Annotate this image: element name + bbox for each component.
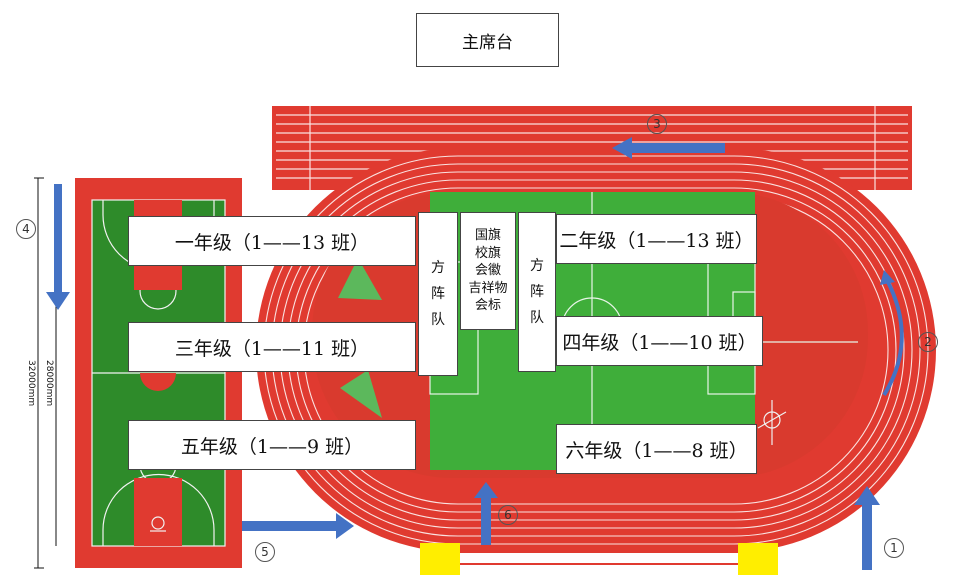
grade-4-box: 四年级（1——10 班） [556,316,763,366]
route-marker-4: 4 [16,219,36,239]
main-stand-label: 主席台 [462,32,513,53]
gate-right [738,543,778,575]
infield-triangle-bottom [340,370,382,418]
center-circle [140,373,176,391]
grade-1-box: 一年级（1——13 班） [128,216,416,266]
route-marker-1: 1 [884,538,904,558]
key-bottom [134,478,182,546]
arrow-1-up [854,486,880,570]
arrow-2-curve [882,279,904,397]
grade-2-box: 二年级（1——13 班） [556,214,757,264]
right-infield-marks [757,400,787,445]
phalanx-right-box: 方 阵 队 [518,212,556,372]
grade-5-box: 五年级（1——9 班） [128,420,416,470]
arrow-4-down [46,184,70,310]
arrow-3-left [612,137,725,159]
grade-6-box: 六年级（1——8 班） [556,424,757,474]
arrow-5-right [242,513,354,539]
route-marker-3: 3 [647,114,667,134]
hoop-bottom [151,516,165,530]
route-arrows [46,137,880,570]
phalanx-left-box: 方 阵 队 [418,212,458,376]
route-marker-6: 6 [498,505,518,525]
gate-left [420,543,460,575]
flags-box: 国旗 校旗 会徽 吉祥物 会标 [460,212,516,330]
grade-3-box: 三年级（1——11 班） [128,322,416,372]
route-marker-2: 2 [918,332,938,352]
route-marker-5: 5 [255,542,275,562]
arrow-6-up [474,482,498,545]
dimension-inner-label: 28000mm [44,360,54,407]
gate-track [460,551,738,565]
dimension-outer-label: 32000mm [26,360,36,407]
main-stand-box: 主席台 [416,13,559,67]
infield-triangle-top [338,258,382,300]
